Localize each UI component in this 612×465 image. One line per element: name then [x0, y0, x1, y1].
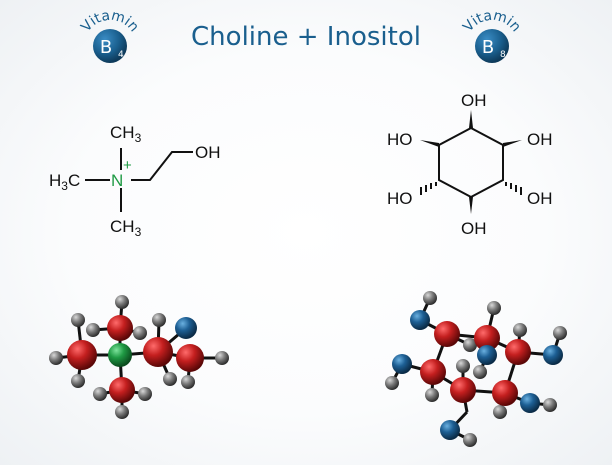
hydroxyl-label-upper-right: OH	[527, 130, 553, 149]
choline-ball-and-stick-model	[49, 295, 229, 419]
hashed-bond	[505, 182, 522, 195]
badge-letter: B	[100, 37, 112, 58]
cyclohexane-ring	[438, 126, 504, 199]
carbon-atoms	[67, 315, 204, 403]
page-title: Choline + Inositol	[191, 22, 421, 52]
carbon-atoms	[420, 321, 531, 406]
wedge-bond	[420, 140, 439, 147]
badge-circle	[475, 29, 509, 63]
badge-subscript: 8	[500, 50, 506, 60]
badge-subscript: 4	[118, 50, 124, 60]
h3c-left-label: H3C	[49, 171, 80, 193]
oxygen-atom	[175, 317, 197, 339]
vitamin-b4-badge: Vitamin B 4	[78, 8, 142, 63]
wedge-bond	[469, 197, 473, 214]
ch3-top-label: CH3	[110, 123, 142, 145]
badge-circle	[93, 29, 127, 63]
hydrogen-atoms	[385, 291, 567, 447]
hydrogen-atoms	[49, 295, 229, 419]
nitrogen-label: N	[111, 171, 123, 190]
wedge-bond	[503, 140, 522, 147]
choline-atom-labels: CH3 H3C N + CH3 OH	[49, 123, 221, 239]
hydroxyl-label-top: OH	[461, 91, 487, 110]
oh-label: OH	[195, 143, 221, 162]
ch3-bottom-label: CH3	[110, 217, 142, 239]
badge-letter: B	[482, 37, 494, 58]
hashed-bond	[420, 182, 437, 195]
choline-structural-formula	[85, 148, 193, 212]
wedge-bond	[469, 110, 473, 128]
oxygen-atoms	[392, 310, 563, 440]
hydroxyl-label-bottom: OH	[461, 219, 487, 238]
positive-charge-label: +	[123, 157, 132, 174]
inositol-structural-formula: OH HO OH HO OH OH	[387, 91, 553, 238]
inositol-ball-and-stick-model	[385, 291, 567, 447]
hydroxyl-label-lower-right: OH	[527, 189, 553, 208]
bond	[131, 151, 193, 181]
hydroxyl-label-upper-left: HO	[387, 130, 413, 149]
hydroxyl-label-lower-left: HO	[387, 189, 413, 208]
nitrogen-atom	[108, 343, 132, 367]
vitamin-b8-badge: Vitamin B 8	[460, 8, 524, 63]
